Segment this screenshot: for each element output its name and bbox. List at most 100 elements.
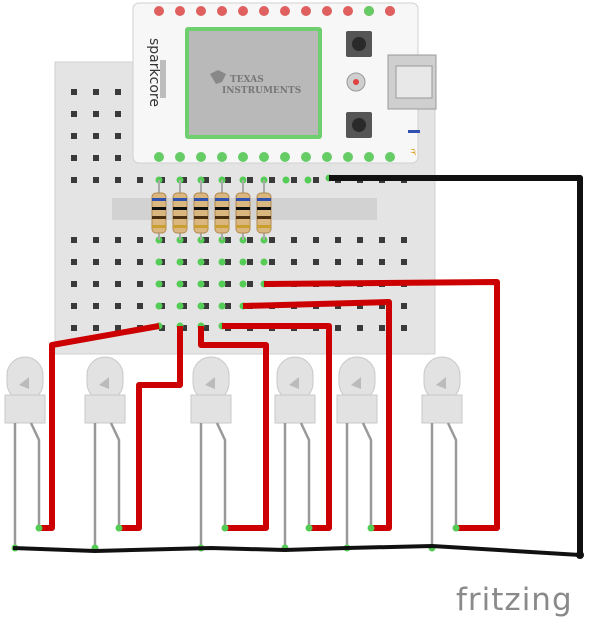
antenna-trace	[160, 60, 166, 98]
led-dome	[86, 356, 124, 402]
resistor-band	[152, 225, 166, 228]
led-anode-joint	[305, 524, 313, 532]
resistor	[235, 192, 251, 234]
breadboard-hole	[93, 303, 99, 309]
breadboard-hole	[291, 259, 297, 265]
breadboard-hole	[225, 237, 231, 243]
resistor-band	[257, 216, 271, 219]
led-body	[4, 394, 46, 424]
resistor-band	[152, 198, 166, 201]
breadboard-hole	[71, 303, 77, 309]
connection-dot	[197, 258, 205, 266]
led-anode-joint	[452, 524, 460, 532]
breadboard-hole	[357, 259, 363, 265]
breadboard-hole	[71, 177, 77, 183]
ground-corner	[577, 175, 583, 181]
breadboard-hole	[203, 237, 209, 243]
led-dome	[338, 356, 376, 402]
resistor-band	[173, 198, 187, 201]
led-dome	[423, 356, 461, 402]
connection-dot	[282, 176, 290, 184]
led-body	[336, 394, 378, 424]
breadboard-hole	[203, 325, 209, 331]
connection-dot	[176, 302, 184, 310]
top-pin	[259, 6, 269, 16]
resistor	[172, 192, 188, 234]
breadboard-hole	[225, 259, 231, 265]
breadboard-hole	[379, 237, 385, 243]
resistor-band	[173, 216, 187, 219]
top-pin	[196, 6, 206, 16]
breadboard-hole	[401, 259, 407, 265]
led-dome	[192, 356, 230, 402]
breadboard-hole	[313, 259, 319, 265]
breadboard-hole	[93, 89, 99, 95]
chip-vendor-line1: TEXAS	[230, 75, 264, 85]
top-pin	[322, 6, 332, 16]
resistor-band	[194, 216, 208, 219]
bottom-pin	[322, 152, 332, 162]
top-pin	[343, 6, 353, 16]
bottom-pin	[385, 152, 395, 162]
led-dome	[6, 356, 44, 402]
breadboard-hole	[181, 325, 187, 331]
resistor-array	[151, 180, 272, 240]
led-anvil-icon	[205, 377, 215, 389]
led-anode-lead	[29, 422, 41, 528]
bottom-pin	[280, 152, 290, 162]
bottom-pin	[217, 152, 227, 162]
breadboard-hole	[181, 281, 187, 287]
connection-dot	[155, 302, 163, 310]
breadboard-hole	[401, 325, 407, 331]
signal-wire	[222, 323, 332, 531]
resistor	[193, 192, 209, 234]
ground-joint	[576, 551, 584, 559]
connection-dot	[239, 280, 247, 288]
breadboard-hole	[269, 177, 275, 183]
led-anode-lead	[215, 422, 227, 528]
breadboard-hole	[115, 303, 121, 309]
top-pin	[217, 6, 227, 16]
breadboard-hole	[137, 303, 143, 309]
connection-dot	[239, 258, 247, 266]
resistor-band	[236, 207, 250, 210]
smd-component	[408, 130, 420, 133]
breadboard-hole	[115, 259, 121, 265]
signal-wire	[242, 299, 392, 531]
led-anvil-icon	[99, 377, 109, 389]
breadboard-hole	[379, 303, 385, 309]
breadboard-hole	[379, 259, 385, 265]
board-label: sparkcore	[146, 38, 162, 107]
connection-dot	[260, 258, 268, 266]
breadboard-hole	[93, 177, 99, 183]
breadboard-hole	[93, 133, 99, 139]
connection-dot	[218, 302, 226, 310]
ti-logo-icon	[210, 70, 226, 84]
breadboard-hole	[71, 133, 77, 139]
reset-button-cap	[352, 37, 366, 51]
led-row	[4, 356, 463, 552]
breadboard-hole	[313, 177, 319, 183]
wifi-chip	[189, 31, 318, 135]
breadboard-hole	[203, 281, 209, 287]
connection-dot	[197, 302, 205, 310]
breadboard-hole	[247, 281, 253, 287]
sparkle-icon	[410, 148, 416, 156]
led-body	[84, 394, 126, 424]
breadboard-hole	[335, 325, 341, 331]
resistor-band	[152, 216, 166, 219]
signal-wires	[39, 279, 500, 531]
resistor-band	[173, 225, 187, 228]
breadboard-hole	[181, 237, 187, 243]
led-anvil-icon	[289, 377, 299, 389]
connection-dot	[304, 176, 312, 184]
led-anode-joint	[367, 524, 375, 532]
top-pin	[154, 6, 164, 16]
bottom-pin	[238, 152, 248, 162]
led-body	[421, 394, 463, 424]
ground-bus-wire	[12, 543, 581, 557]
resistor-band	[257, 225, 271, 228]
resistor-band	[215, 198, 229, 201]
breadboard-hole	[159, 325, 165, 331]
breadboard-hole	[137, 259, 143, 265]
